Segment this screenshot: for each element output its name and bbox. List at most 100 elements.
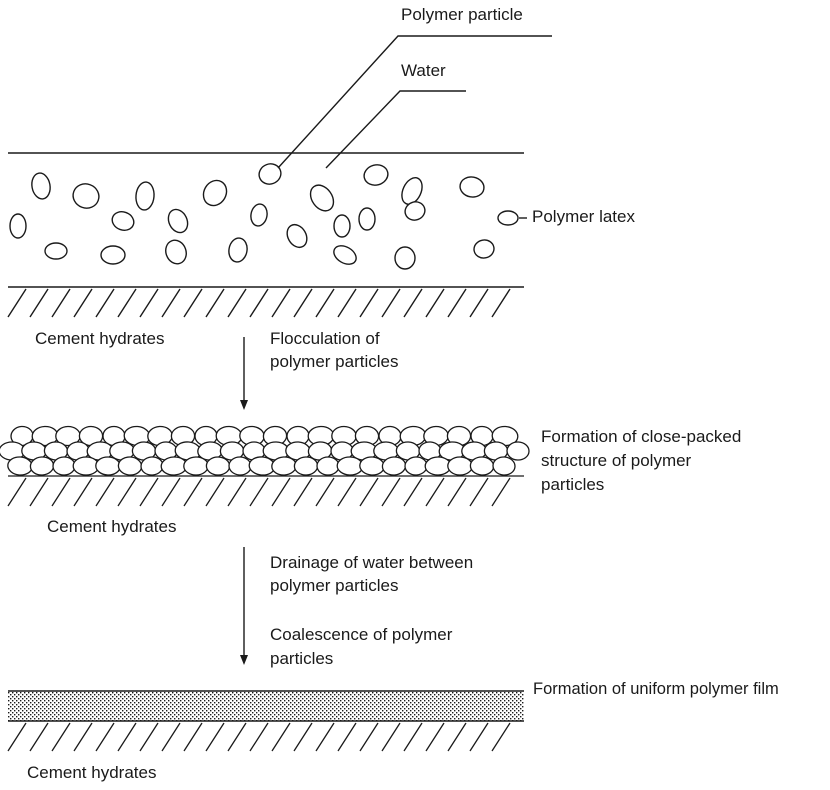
hatch-mark xyxy=(29,477,49,507)
hatch-mark xyxy=(337,288,357,318)
hatch-mark xyxy=(315,722,335,752)
dispersed-polymer-particles xyxy=(9,163,519,270)
hatch-mark xyxy=(95,477,115,507)
packed-polymer-particle xyxy=(316,456,340,476)
label-cement-hydrates-3: Cement hydrates xyxy=(27,763,157,782)
hatch-mark xyxy=(249,288,269,318)
hatch-mark xyxy=(205,288,225,318)
label-cement-hydrates-1: Cement hydrates xyxy=(35,329,165,348)
hatch-mark xyxy=(447,288,467,318)
polymer-particle xyxy=(165,239,187,265)
hatch-mark xyxy=(117,477,137,507)
hatch-mark xyxy=(359,722,379,752)
label-uniform-film: Formation of uniform polymer film xyxy=(533,680,779,698)
leader-water xyxy=(325,90,466,169)
hatch-mark xyxy=(447,477,467,507)
packed-polymer-particle xyxy=(95,456,121,476)
hatch-mark xyxy=(205,722,225,752)
hatch-mark xyxy=(293,288,313,318)
hatch-mark xyxy=(51,477,71,507)
hatch-mark xyxy=(183,722,203,752)
polymer-particle xyxy=(363,164,389,186)
packed-polymer-particle xyxy=(447,456,473,476)
label-coalescence-line2: particles xyxy=(270,649,334,668)
packed-polymer-particle xyxy=(228,456,252,476)
hatch-mark xyxy=(293,477,313,507)
polymer-particle xyxy=(100,245,126,265)
hatch-mark xyxy=(73,288,93,318)
hatch-mark xyxy=(425,477,445,507)
label-flocculation-line1: Flocculation of xyxy=(270,329,380,348)
polymer-particle xyxy=(309,184,335,212)
hatch-mark xyxy=(7,722,27,752)
hatch-mark xyxy=(139,722,159,752)
hatch-mark xyxy=(249,722,269,752)
label-close-packed-line3: particles xyxy=(541,475,605,494)
label-drainage-line1: Drainage of water between xyxy=(270,553,474,572)
polymer-film xyxy=(8,691,524,721)
polymer-particle xyxy=(202,179,228,207)
leader-polymer-particle xyxy=(277,35,552,169)
cement-hatching-3 xyxy=(7,722,511,752)
polymer-particle xyxy=(111,211,135,231)
hatch-mark xyxy=(161,722,181,752)
label-flocculation-line2: polymer particles xyxy=(270,352,399,371)
hatch-mark xyxy=(51,288,71,318)
hatch-mark xyxy=(139,288,159,318)
hatch-mark xyxy=(7,477,27,507)
polymer-particle xyxy=(333,245,357,265)
polymer-particle xyxy=(44,242,68,260)
packed-polymer-particle xyxy=(72,456,100,476)
hatch-mark xyxy=(29,288,49,318)
cement-hatching-1 xyxy=(7,288,511,318)
hatch-mark xyxy=(227,477,247,507)
hatch-mark xyxy=(469,477,489,507)
hatch-mark xyxy=(337,722,357,752)
polymer-particle xyxy=(286,223,308,249)
hatch-mark xyxy=(469,722,489,752)
polymer-particle xyxy=(9,213,27,239)
polymer-particle xyxy=(404,201,426,221)
hatch-mark xyxy=(403,477,423,507)
hatch-mark xyxy=(315,288,335,318)
label-close-packed-line2: structure of polymer xyxy=(541,451,692,470)
hatch-mark xyxy=(227,722,247,752)
hatch-mark xyxy=(117,722,137,752)
packed-polymer-particle xyxy=(492,456,516,476)
hatch-mark xyxy=(381,722,401,752)
hatch-mark xyxy=(7,288,27,318)
hatch-mark xyxy=(425,722,445,752)
packed-polymer-particle xyxy=(52,456,76,476)
hatch-mark xyxy=(183,288,203,318)
label-close-packed-line1: Formation of close-packed xyxy=(541,427,742,446)
hatch-mark xyxy=(359,477,379,507)
packed-polymer-particle xyxy=(469,456,495,476)
packed-polymer-particle xyxy=(183,456,209,476)
polymer-particle xyxy=(497,210,519,226)
label-polymer-latex: Polymer latex xyxy=(532,207,635,226)
stage1-latex-layer xyxy=(7,35,552,318)
polymer-particle xyxy=(31,172,51,200)
cement-hatching-2 xyxy=(7,477,511,507)
hatch-mark xyxy=(293,722,313,752)
polymer-particle xyxy=(228,237,248,263)
packed-polymer-particle xyxy=(404,456,428,476)
hatch-mark xyxy=(205,477,225,507)
packed-polymer-particle xyxy=(205,456,231,476)
hatch-mark xyxy=(249,477,269,507)
label-drainage-line2: polymer particles xyxy=(270,576,399,595)
hatch-mark xyxy=(117,288,137,318)
label-water: Water xyxy=(401,61,446,80)
arrow-drainage-coalescence xyxy=(240,547,248,665)
polymer-particle xyxy=(135,181,155,211)
hatch-mark xyxy=(315,477,335,507)
hatch-mark xyxy=(161,288,181,318)
polymer-particle xyxy=(167,208,189,234)
hatch-mark xyxy=(491,722,511,752)
hatch-mark xyxy=(271,288,291,318)
hatch-mark xyxy=(161,477,181,507)
hatch-mark xyxy=(51,722,71,752)
hatch-mark xyxy=(271,477,291,507)
polymer-particle xyxy=(250,203,268,227)
